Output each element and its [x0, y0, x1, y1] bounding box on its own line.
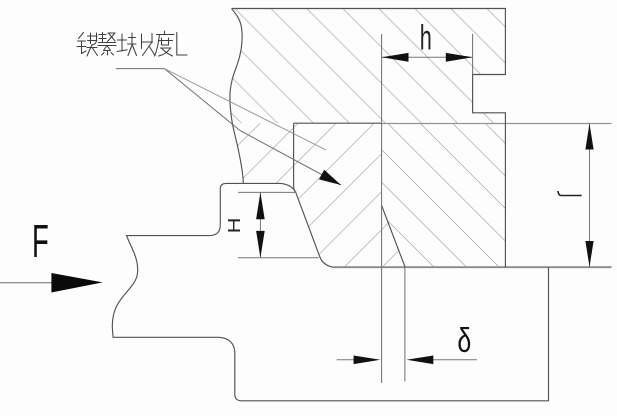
svg-text:H: H	[225, 218, 244, 234]
svg-text:h: h	[420, 20, 432, 58]
svg-text:δ: δ	[457, 322, 471, 360]
svg-text:F: F	[32, 216, 49, 268]
